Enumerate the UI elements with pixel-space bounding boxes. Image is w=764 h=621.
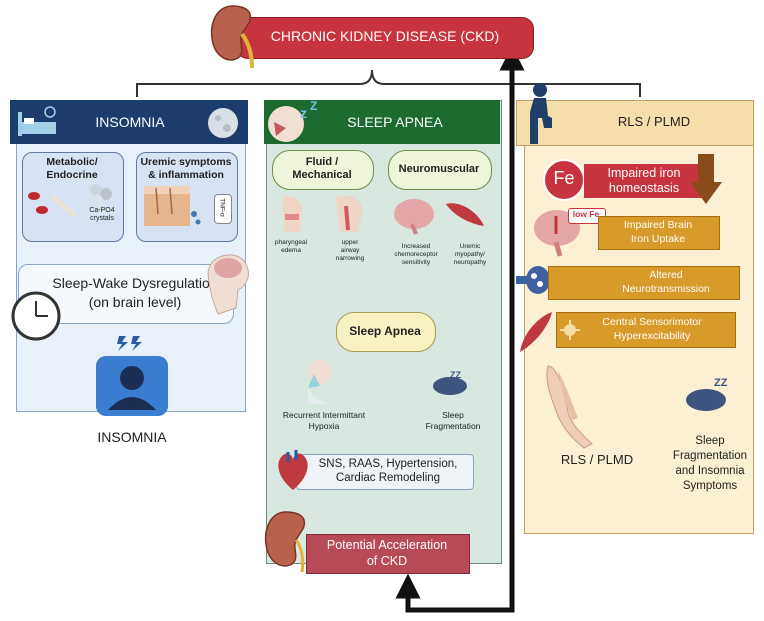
apnea-center-label: Sleep Apnea	[349, 324, 421, 338]
fluid-box	[272, 150, 374, 190]
stepping-person-icon	[530, 83, 552, 144]
rls-sleep-cloud-icon: ZZ	[686, 377, 728, 411]
apnea-icon-label-2: upper airway narrowing	[335, 239, 365, 262]
metabolic-title: Metabolic/ Endocrine	[46, 156, 98, 181]
insomnia-header: INSOMNIA	[95, 114, 165, 130]
central-box	[556, 312, 736, 348]
clock-icon	[11, 291, 61, 341]
crystals-icon	[90, 184, 112, 205]
oxygen-mask-icon	[308, 360, 334, 404]
bed-icon	[18, 106, 56, 136]
neuro-transmission-box	[548, 266, 740, 300]
sleep-cloud-icon: ZZ	[433, 370, 467, 395]
down-arrow-icon	[690, 154, 722, 204]
svg-text:ZZ: ZZ	[450, 370, 461, 380]
iron-box	[584, 164, 704, 198]
svg-text:z: z	[300, 105, 307, 121]
apnea-center-box	[336, 312, 436, 352]
hypoxia-label: Recurrent Intermittant Hypoxia	[282, 410, 366, 431]
apnea-header: SLEEP APNEA	[347, 114, 443, 130]
blood-cells-icon	[28, 192, 78, 218]
rls-header-bar	[516, 100, 754, 146]
rls-outcome-1: RLS / PLMD	[560, 452, 634, 467]
kidney-small-icon	[264, 511, 306, 573]
insomnia-monitor-icon	[96, 356, 168, 416]
neck-icon	[282, 196, 302, 232]
rls-outcome-2: Sleep Fragmentation and Insomnia Symptom…	[672, 435, 748, 492]
tnf-tag: TNF-α	[218, 198, 226, 217]
brain-iron-box	[598, 216, 720, 250]
insomnia-outcome: INSOMNIA	[97, 429, 167, 445]
brain-icon	[394, 199, 434, 235]
neuro-transmission-label: Altered Neurotransmission	[622, 269, 710, 295]
svg-text:ZZ: ZZ	[714, 377, 728, 389]
apnea-icon-label-4: Uremic myopathy/ neuropathy	[453, 243, 487, 266]
ckd-title: CHRONIC KIDNEY DISEASE (CKD)	[270, 28, 500, 44]
apnea-icon-label-1: pharyngeal edema	[274, 239, 308, 254]
neuron-icon	[560, 320, 580, 340]
fe-symbol: Fe	[553, 168, 575, 188]
tnf-tag-box	[214, 194, 232, 224]
fragmentation-label: Sleep Fragmentation	[425, 410, 481, 431]
neuro-label: Neuromuscular	[398, 163, 480, 175]
central-label: Central Sensorimotor Hyperexcitability	[602, 316, 702, 342]
crystals-caption: Ca-PO4 crystals	[89, 207, 115, 222]
low-fe-label: low Fe	[572, 209, 600, 219]
moon-icon	[208, 108, 238, 138]
brain-iron-label: Impaired Brain Iron Uptake	[623, 219, 693, 245]
uremic-title: Uremic symptoms & inflammation	[140, 156, 232, 181]
sns-label: SNS, RAAS, Hypertension, Cardiac Remodel…	[318, 458, 458, 484]
legs-icon	[546, 365, 593, 449]
neuro-box	[388, 150, 492, 190]
dysregulation-label: Sleep-Wake Dysregulation (on brain level…	[52, 275, 218, 310]
nerve-muscle-icon	[520, 312, 552, 352]
kidney-icon	[210, 5, 254, 69]
apnea-icon-label-3: Increased chemoreceptor sensitivity	[394, 243, 438, 266]
skin-inflammation-icon	[144, 186, 201, 226]
head-brain-icon	[207, 254, 249, 315]
sleeping-head-icon: z Z	[268, 99, 317, 142]
dysregulation-box	[18, 264, 234, 324]
rls-header: RLS / PLMD	[617, 114, 691, 129]
ckd-title-box	[236, 17, 534, 59]
airway-icon	[336, 195, 363, 232]
heart-icon	[278, 450, 308, 490]
svg-text:Z: Z	[310, 99, 317, 113]
fluid-label: Fluid / Mechanical	[292, 156, 352, 181]
muscle-icon	[446, 203, 484, 226]
acceleration-label: Potential Acceleration of CKD	[326, 538, 448, 568]
iron-label: Impaired iron homeostasis	[607, 166, 681, 195]
sns-box	[296, 454, 474, 490]
lightning-icon	[117, 336, 142, 351]
acceleration-box	[306, 534, 470, 574]
